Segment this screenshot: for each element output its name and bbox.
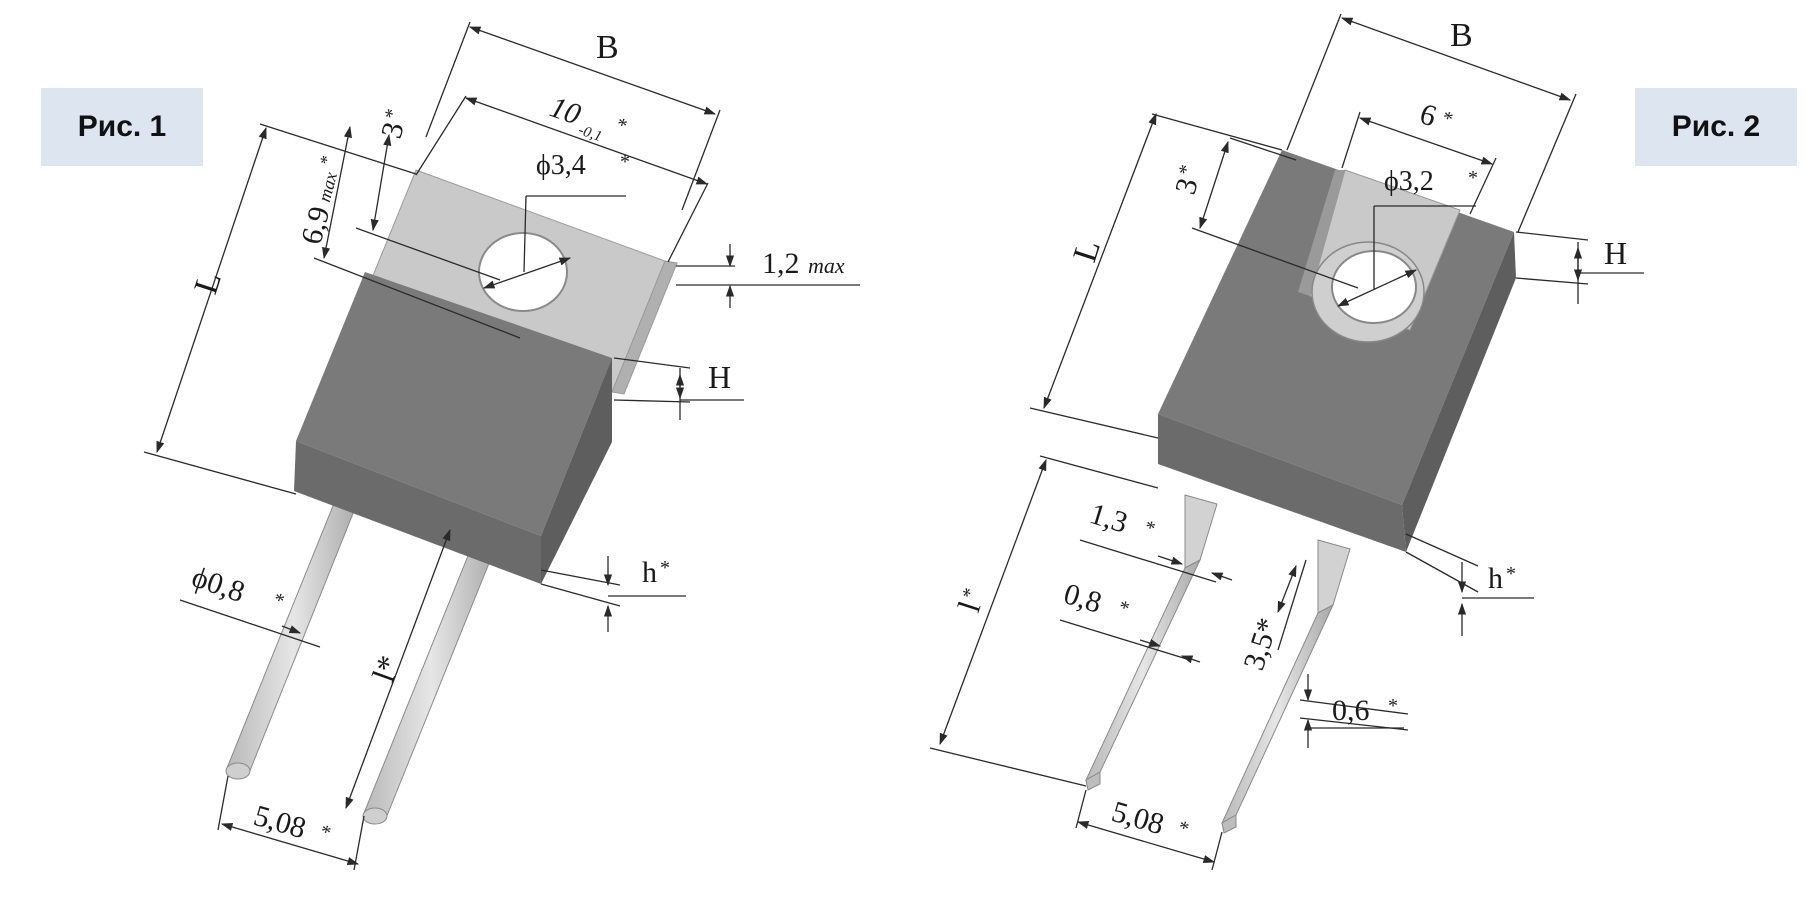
svg-text:3: 3 xyxy=(1169,175,1205,198)
fig2-dim-lead-wide: 1,3 * xyxy=(1086,497,1158,540)
fig1-dim-lead-len: l* xyxy=(365,651,407,687)
svg-text:6: 6 xyxy=(1416,97,1440,133)
fig1-dim-B: B xyxy=(596,29,619,66)
svg-text:*: * xyxy=(1439,107,1455,131)
fig1-dim-tab-len: 3 * xyxy=(375,106,411,142)
svg-text:10: 10 xyxy=(546,90,585,131)
fig1-dim-hole: ϕ3,4 * xyxy=(536,150,630,181)
svg-text:max: max xyxy=(808,253,845,278)
fig2-dim-B: B xyxy=(1450,17,1473,54)
fig2-dim-lead-thick: 0,6 * xyxy=(1332,694,1398,727)
svg-text:*: * xyxy=(270,589,287,613)
svg-text:*: * xyxy=(1468,167,1478,189)
fig2-lead-left xyxy=(1084,494,1218,791)
svg-text:*: * xyxy=(1388,695,1398,717)
fig2-dim-lead-len: l * xyxy=(950,585,987,616)
fig2-dim-tab-len: 3 * xyxy=(1169,162,1205,198)
fig1-dim-H: H xyxy=(708,359,731,395)
svg-text:1,2: 1,2 xyxy=(762,247,800,280)
svg-text:-0,1: -0,1 xyxy=(576,122,604,145)
fig2-dim-hole: ϕ3,2 * xyxy=(1384,166,1478,197)
fig2-dim-L: L xyxy=(1066,235,1108,266)
svg-text:*: * xyxy=(1142,516,1158,540)
svg-text:*: * xyxy=(318,821,334,845)
svg-text:*: * xyxy=(1116,596,1132,620)
fig1-dim-tab-thick: 1,2 max xyxy=(762,247,845,280)
fig1-mount-hole xyxy=(478,232,568,312)
svg-text:h: h xyxy=(642,556,657,589)
svg-text:*: * xyxy=(958,585,982,601)
fig1-body xyxy=(294,272,612,584)
fig2-dim-lead-step: 3,5* xyxy=(1237,614,1285,674)
fig2-body xyxy=(1158,150,1516,552)
fig1-dim-lead-dia: ϕ0,8 * xyxy=(188,560,287,613)
figure-2-label: Рис. 2 xyxy=(1635,88,1797,166)
svg-text:ϕ0,8: ϕ0,8 xyxy=(188,560,249,609)
svg-text:6,9: 6,9 xyxy=(295,203,337,248)
svg-text:*: * xyxy=(381,106,405,121)
svg-text:*: * xyxy=(660,557,670,579)
svg-text:ϕ3,4: ϕ3,4 xyxy=(536,150,586,181)
svg-text:3: 3 xyxy=(375,119,411,142)
svg-text:0,6: 0,6 xyxy=(1332,694,1370,727)
svg-text:1,3: 1,3 xyxy=(1086,497,1132,540)
fig2-dim-lead-narrow: 0,8 * xyxy=(1060,577,1132,620)
figure-2-drawing: B 6 * ϕ3,2 * 3 * L xyxy=(929,13,1644,871)
fig1-dim-width: 10 -0,1 * xyxy=(546,90,630,145)
svg-text:h: h xyxy=(1488,562,1503,595)
svg-text:*: * xyxy=(1175,162,1199,177)
fig2-dim-pitch: 5,08 * xyxy=(1108,795,1192,841)
svg-text:*: * xyxy=(1506,563,1516,585)
svg-text:max: max xyxy=(314,170,341,204)
fig1-dim-L: L xyxy=(187,267,229,298)
svg-text:5,08: 5,08 xyxy=(1108,795,1168,841)
fig2-dim-h: h * xyxy=(1488,562,1516,595)
fig1-lead-left xyxy=(225,490,361,780)
fig2-dim-H: H xyxy=(1604,235,1627,271)
fig2-lead-right xyxy=(1220,539,1351,834)
fig1-dim-h: h * xyxy=(642,556,670,589)
svg-text:5,08: 5,08 xyxy=(250,799,310,845)
figure-1-drawing: B 10 -0,1 * ϕ3,4 * 3 * 6,9 max * xyxy=(143,21,860,871)
svg-text:*: * xyxy=(613,114,630,138)
svg-text:*: * xyxy=(316,153,338,167)
fig2-dim-slot: 6 * xyxy=(1416,97,1456,133)
svg-text:0,8: 0,8 xyxy=(1060,577,1106,620)
svg-text:*: * xyxy=(620,151,630,173)
svg-text:*: * xyxy=(1176,817,1192,841)
svg-text:ϕ3,2: ϕ3,2 xyxy=(1384,166,1434,197)
